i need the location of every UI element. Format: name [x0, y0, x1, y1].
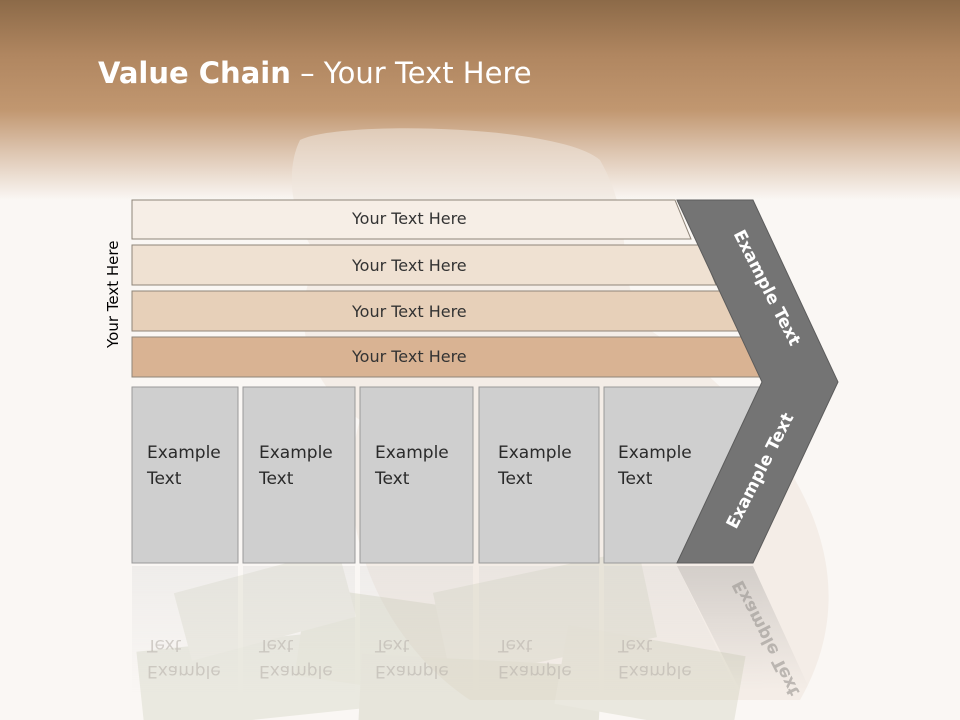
row-label-3: Your Text Here — [352, 302, 467, 321]
column-box-4 — [478, 386, 600, 564]
row-label-2: Your Text Here — [352, 256, 467, 275]
reflection — [132, 566, 810, 696]
title-rest: – Your Text Here — [290, 56, 532, 90]
page-title: Value Chain – Your Text Here — [98, 56, 532, 90]
column-box-2 — [242, 386, 356, 564]
row-label-1: Your Text Here — [352, 209, 467, 228]
row-band-1 — [131, 199, 692, 240]
column-box-1 — [131, 386, 239, 564]
side-label: Your Text Here — [104, 240, 122, 348]
title-bold: Value Chain — [98, 56, 291, 90]
row-band-2 — [131, 244, 717, 286]
row-label-4: Your Text Here — [352, 347, 467, 366]
chevron-arrow — [676, 199, 839, 564]
column-box-3 — [359, 386, 474, 564]
